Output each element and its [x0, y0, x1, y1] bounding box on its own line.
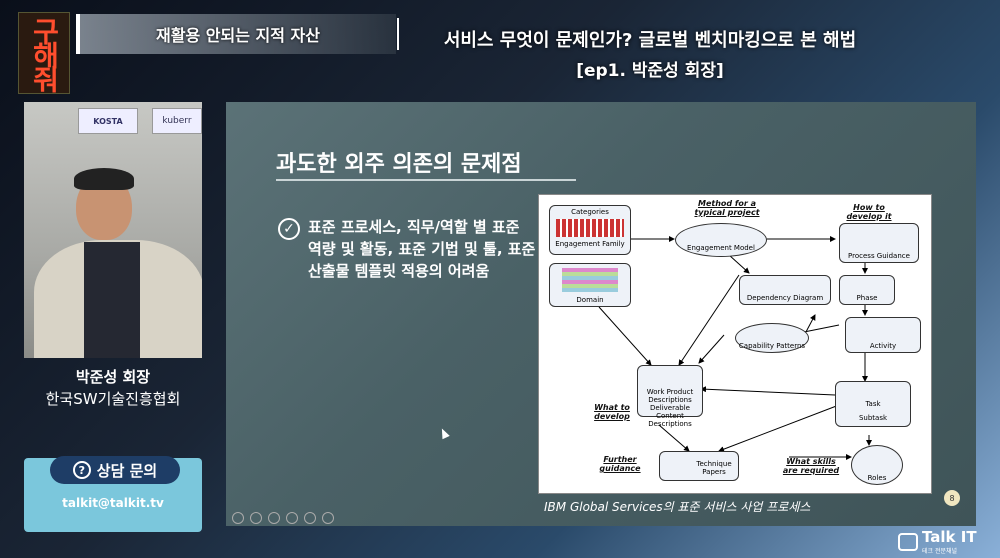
phase-box: Phase	[839, 275, 895, 305]
categories-label: Categories	[571, 208, 609, 216]
work-product-box: Work Product Descriptions Deliverable Co…	[637, 365, 703, 428]
capability-box: Capability Patterns	[735, 323, 809, 353]
consult-button[interactable]: ? 상담 문의	[50, 456, 180, 484]
episode-subtitle: [ep1. 박준성 회장]	[576, 61, 724, 81]
activity-label: Activity	[869, 342, 897, 350]
kosta-banner: KOSTA	[78, 108, 138, 134]
zoom-icon[interactable]	[304, 512, 316, 524]
speaker-hair	[74, 168, 134, 190]
process-guidance-label: Process Guidance	[848, 252, 910, 260]
method-heading: Method for a typical project	[694, 199, 760, 217]
speaker-shirt	[84, 242, 140, 358]
engagement-family-label: Engagement Family	[555, 240, 625, 248]
work-product-label: Work Product Descriptions	[646, 388, 694, 404]
dependency-box: Dependency Diagram	[739, 275, 831, 305]
talkit-icon	[898, 532, 918, 551]
roles-label: Roles	[867, 474, 887, 482]
engagement-model-label: Engagement Model	[687, 244, 755, 252]
phase-label: Phase	[856, 294, 878, 302]
brand-sub: 테크 전문채널	[922, 548, 958, 555]
what-skills-heading: What skills are required	[782, 457, 840, 475]
channel-logo: 구해줘	[18, 12, 70, 94]
task-label: Task	[865, 400, 881, 408]
process-guidance-box: Process Guidance	[839, 223, 919, 263]
further-heading: Further guidance	[599, 455, 641, 473]
pen-icon[interactable]	[268, 512, 280, 524]
engagement-model-box: Engagement Model	[675, 223, 767, 257]
slide-bullet: 표준 프로세스, 직무/역할 별 표준 역량 및 활동, 표준 기법 및 툴, …	[308, 218, 536, 280]
capability-label: Capability Patterns	[738, 342, 806, 350]
technique-label: Technique Papers	[696, 460, 732, 476]
diagram-caption: IBM Global Services의 표준 서비스 사업 프로세스	[544, 500, 811, 514]
subtask-label: Subtask	[858, 414, 888, 422]
domain-box: Domain	[549, 263, 631, 307]
technique-box: Technique Papers	[659, 451, 739, 481]
slide-toolbar	[232, 512, 334, 524]
domain-stack	[562, 268, 618, 292]
task-box: Task Subtask	[835, 381, 911, 427]
check-icon: ✓	[278, 218, 300, 240]
brand-name: Talk IT	[922, 528, 977, 546]
how-to-heading: How to develop it	[846, 203, 892, 221]
categories-box: Categories Engagement Family	[549, 205, 631, 255]
speaker-org: 한국SW기술진흥협회	[45, 390, 181, 408]
presentation-slide: 과도한 외주 의존의 문제점 ✓ 표준 프로세스, 직무/역할 별 표준 역량 …	[226, 102, 976, 526]
page-number-badge: 8	[944, 490, 960, 506]
activity-box: Activity	[845, 317, 921, 353]
title-underline	[276, 179, 576, 181]
diagram-arrows	[598, 236, 872, 460]
kubernetes-banner: kuberr	[152, 108, 202, 134]
copy-icon[interactable]	[286, 512, 298, 524]
brand-logo: Talk IT 테크 전문채널	[898, 528, 977, 555]
speaker-webcam: KOSTA kuberr	[24, 102, 202, 358]
prev-slide-icon[interactable]	[232, 512, 244, 524]
what-to-heading: What to develop	[594, 403, 630, 421]
domain-label: Domain	[576, 296, 604, 304]
title-divider	[397, 18, 399, 50]
more-icon[interactable]	[322, 512, 334, 524]
page-title: 서비스 무엇이 문제인가? 글로벌 벤치마킹으로 본 해법	[443, 30, 857, 51]
deliverable-label: Deliverable Content Descriptions	[648, 404, 692, 428]
consult-email[interactable]: talkit@talkit.tv	[62, 496, 164, 510]
question-icon: ?	[72, 461, 91, 479]
dependency-label: Dependency Diagram	[746, 294, 824, 302]
topic-banner: 재활용 안되는 지적 자산	[76, 14, 396, 54]
slide-title: 과도한 외주 의존의 문제점	[276, 152, 522, 177]
process-diagram: Categories Engagement Family Domain Meth…	[538, 194, 932, 494]
speaker-name: 박준성 회장	[75, 368, 151, 386]
next-slide-icon[interactable]	[250, 512, 262, 524]
consult-label: 상담 문의	[96, 461, 158, 480]
roles-box: Roles	[851, 445, 903, 485]
categories-grid	[556, 219, 624, 237]
